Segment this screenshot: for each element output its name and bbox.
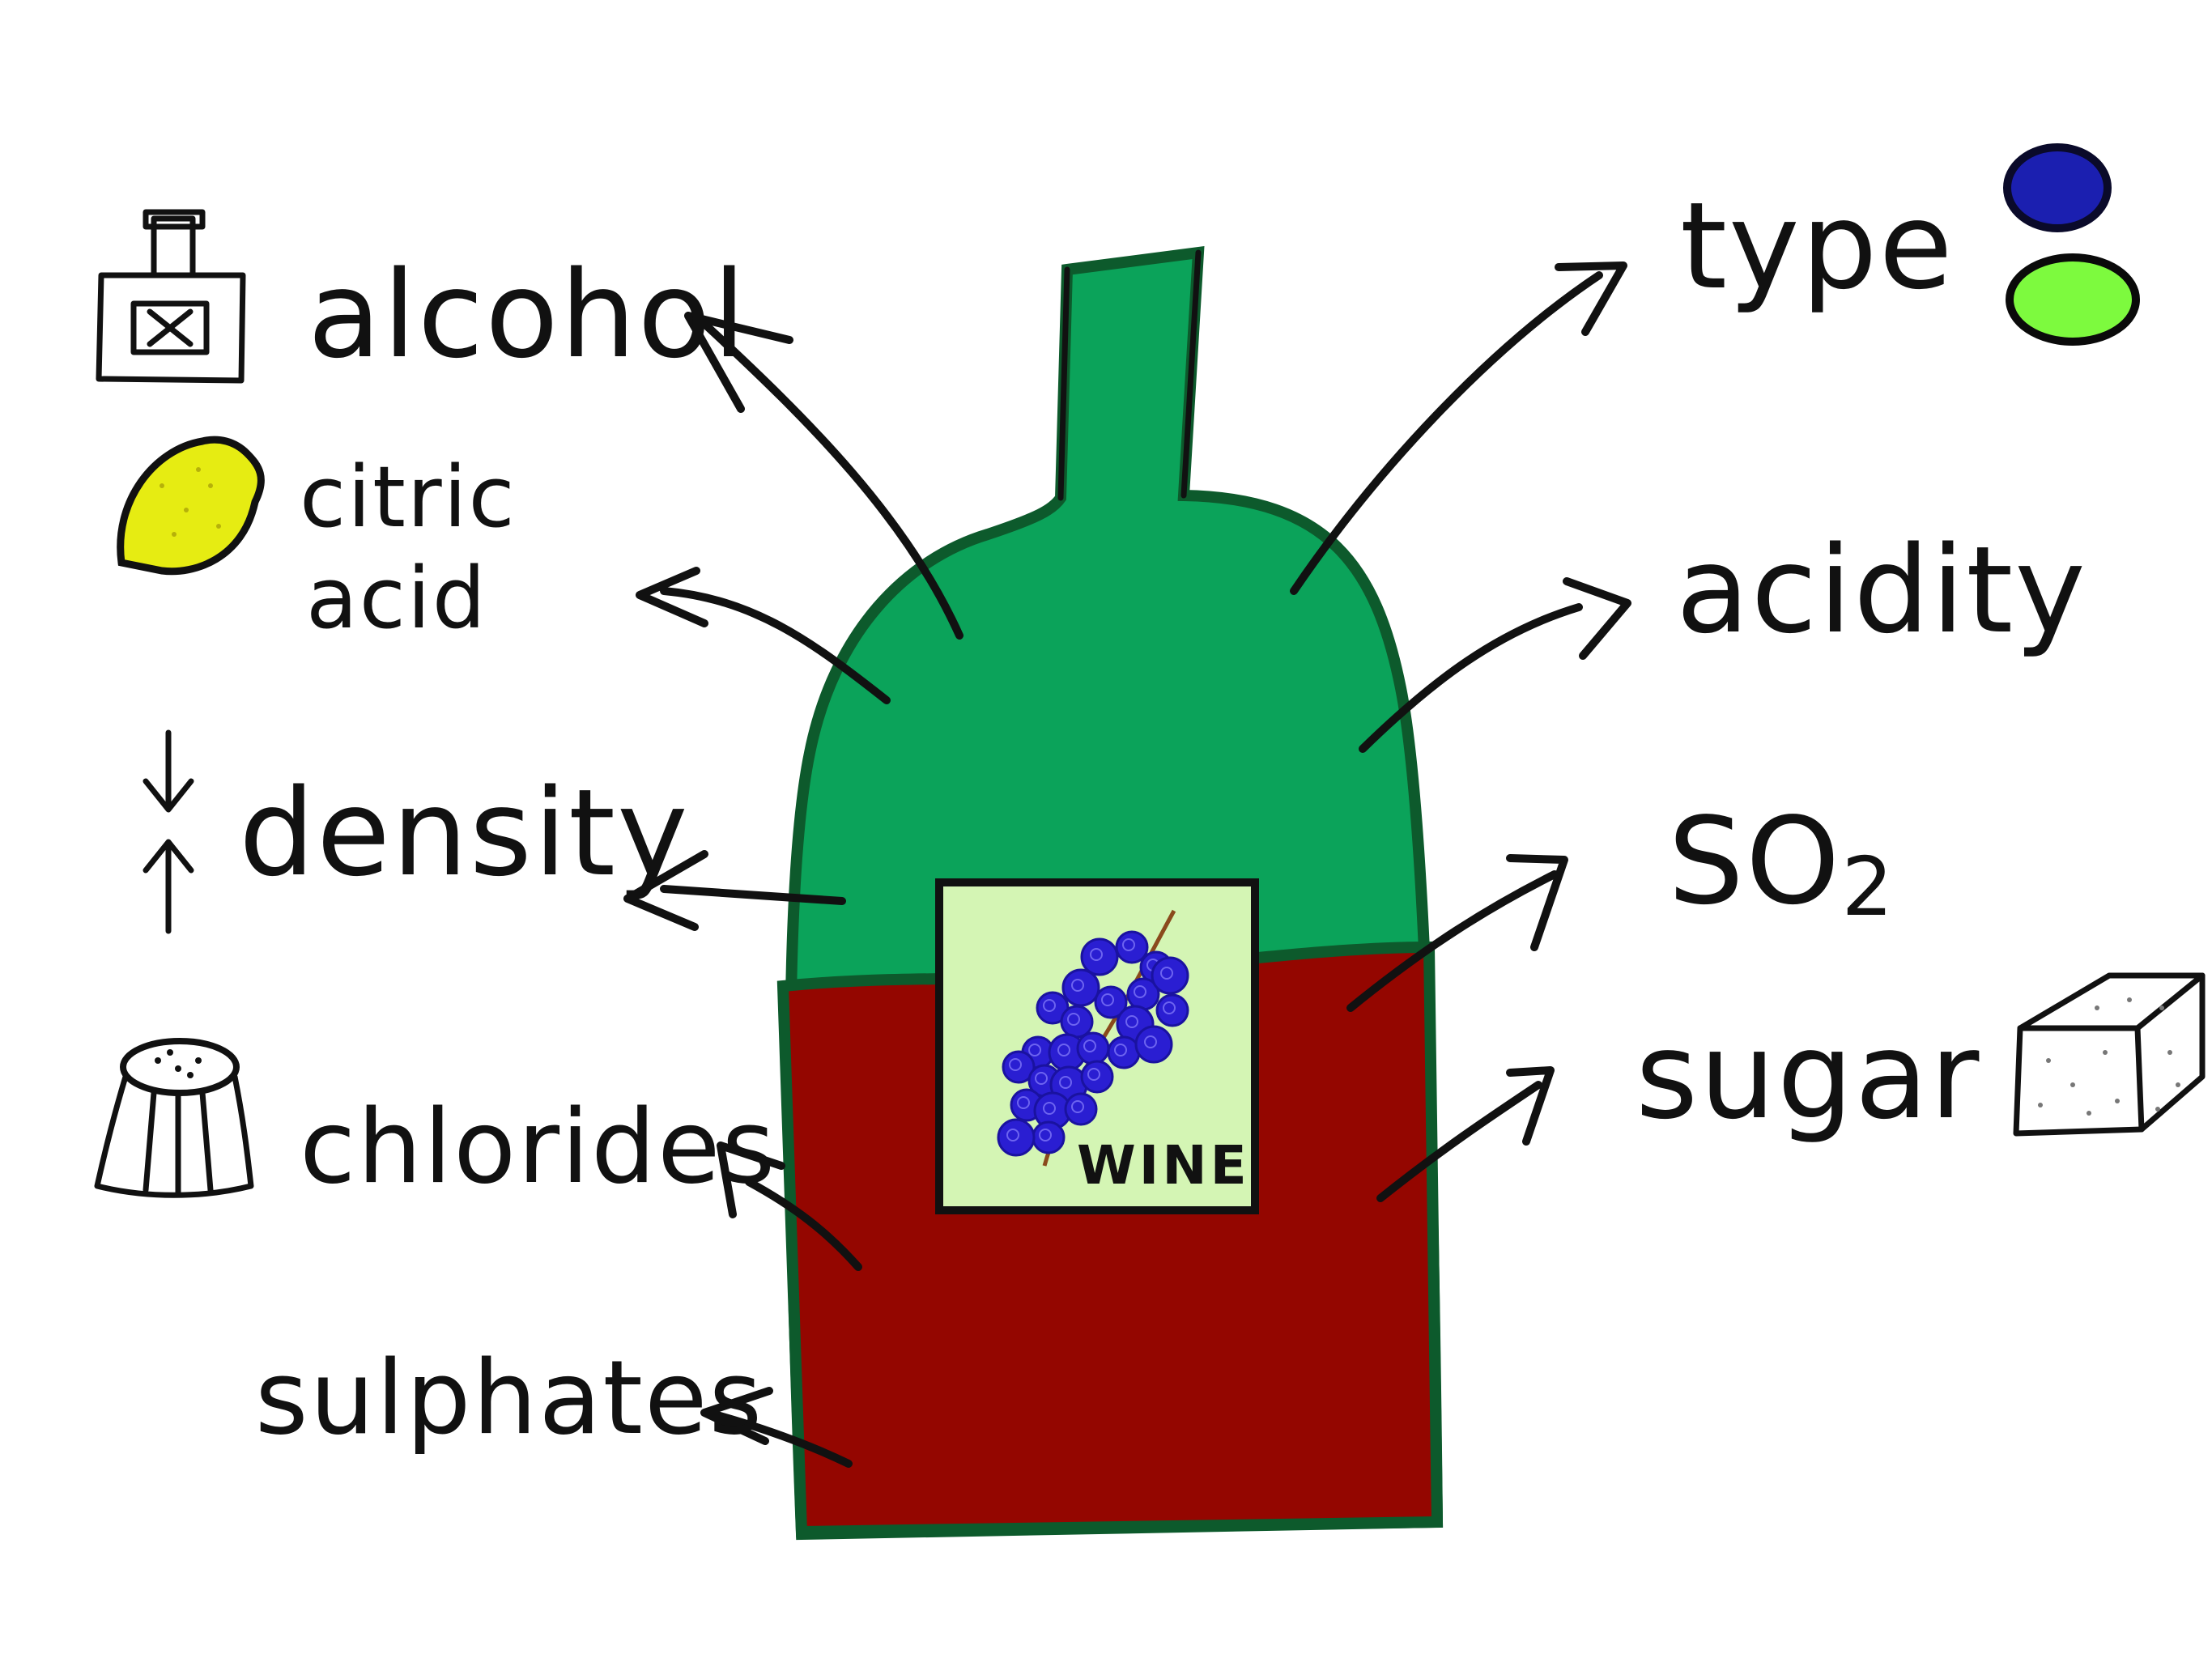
grape — [1032, 1120, 1066, 1154]
grape-highlight — [1071, 979, 1084, 992]
grape-highlight — [1087, 1068, 1100, 1081]
grape-highlight — [1039, 1129, 1052, 1141]
grape-highlight — [1101, 993, 1114, 1006]
bottle-neck-outline — [1057, 249, 1202, 501]
grape-highlight — [1035, 1072, 1048, 1085]
grape-highlight — [1059, 1076, 1072, 1089]
grape — [1094, 985, 1128, 1019]
grape-highlight — [1083, 1039, 1096, 1052]
grape-highlight — [1006, 1129, 1019, 1141]
label-acidity: acidity — [1676, 521, 2087, 660]
label-density: density — [239, 763, 690, 903]
arrow-type — [1290, 261, 1627, 595]
arrow-citric-acid — [636, 567, 891, 704]
grape — [1080, 1060, 1114, 1094]
grape — [1002, 1050, 1036, 1084]
lemon-icon — [117, 436, 265, 576]
salt-shaker-icon — [94, 1038, 254, 1198]
arrows — [623, 261, 1631, 1468]
grape-highlight — [1122, 938, 1135, 951]
grape-highlight — [1144, 1035, 1157, 1048]
label-alcohol: alcohol — [308, 245, 747, 385]
label-type: type — [1680, 176, 1955, 316]
wine-bottle: WINE — [776, 245, 1444, 1541]
label-chlorides: chlorides — [300, 1087, 776, 1206]
grape-highlight — [1017, 1096, 1030, 1109]
grape — [1060, 1005, 1094, 1039]
arrow-so2 — [1346, 854, 1568, 1012]
grape — [1061, 968, 1100, 1007]
arrow-alcohol — [684, 312, 963, 640]
label-sugar: sugar — [1636, 1006, 1980, 1146]
grape — [1155, 993, 1189, 1027]
label-citric: citric — [300, 448, 517, 546]
grape-highlight — [1163, 1001, 1176, 1014]
arrow-sulphates — [700, 1387, 853, 1468]
grape — [1080, 937, 1119, 976]
grape-highlight — [1067, 1013, 1080, 1026]
grape-highlight — [1057, 1044, 1070, 1056]
grape-highlight — [1009, 1058, 1022, 1071]
label-so2-main: SO — [1668, 792, 1841, 931]
arrow-sugar — [1376, 1066, 1555, 1202]
sugar-cube-icon — [2013, 972, 2206, 1137]
bottle-icon — [96, 209, 246, 384]
grape-highlight — [1090, 948, 1103, 961]
grape — [1151, 956, 1189, 995]
arrow-chlorides — [717, 1141, 862, 1271]
grape — [1064, 1092, 1098, 1126]
grape-highlight — [1114, 1044, 1127, 1056]
grape-highlight — [1125, 1015, 1138, 1028]
grape — [1076, 1031, 1110, 1065]
grape-highlight — [1160, 967, 1173, 980]
colored-dots-icon — [2003, 143, 2140, 346]
label-acid: acid — [306, 549, 487, 648]
grape — [1115, 930, 1149, 964]
grape-bunch — [997, 930, 1189, 1157]
grape — [1134, 1025, 1173, 1064]
grape-highlight — [1028, 1044, 1041, 1056]
label-so2: SO2 — [1668, 792, 1895, 934]
grape-highlight — [1043, 1102, 1056, 1115]
bottle-label: WINE — [935, 878, 1259, 1214]
grape — [1107, 1035, 1141, 1069]
arrow-density — [623, 850, 846, 931]
label-so2-sub: 2 — [1841, 840, 1895, 934]
grape-highlight — [1071, 1100, 1084, 1113]
wine-label-text: WINE — [1077, 1134, 1250, 1197]
grape-highlight — [1043, 999, 1056, 1012]
arrow-acidity — [1359, 577, 1631, 753]
grape-highlight — [1134, 985, 1146, 998]
compress-arrows-icon — [143, 729, 194, 934]
grape — [997, 1118, 1036, 1157]
label-sulphates: sulphates — [255, 1338, 764, 1457]
